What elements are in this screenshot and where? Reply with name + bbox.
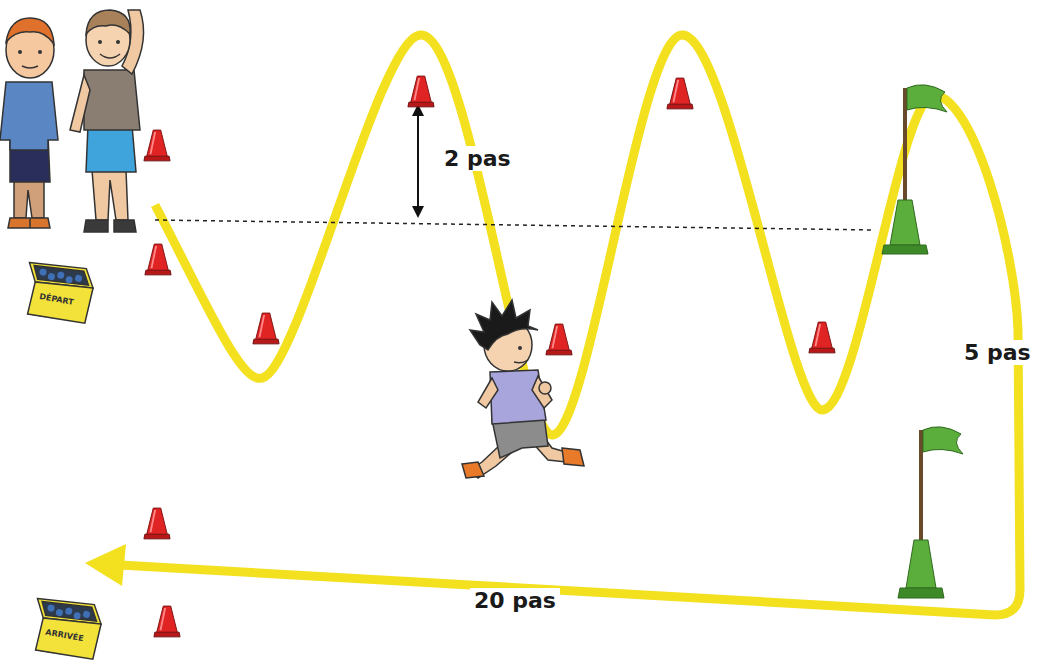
dimension-label: 20 pas bbox=[470, 588, 560, 613]
dimension-label: 5 pas bbox=[960, 340, 1035, 365]
path-arrowhead bbox=[85, 544, 126, 586]
ball-box: ARRIVÉE bbox=[26, 592, 107, 662]
running-child bbox=[462, 300, 584, 478]
dimension-label-box: 5 pas bbox=[960, 340, 1035, 365]
flag bbox=[882, 85, 947, 254]
center-line bbox=[155, 220, 875, 230]
ball-box: DÉPART bbox=[18, 256, 99, 326]
box-label: ARRIVÉE bbox=[42, 628, 84, 659]
box-shape bbox=[26, 592, 107, 662]
dimension-label-box: 2 pas bbox=[440, 146, 515, 171]
dimension-arrow bbox=[412, 104, 424, 218]
children-waiting bbox=[0, 10, 144, 232]
box-label: DÉPART bbox=[36, 292, 75, 323]
flag bbox=[898, 427, 963, 598]
running-path bbox=[120, 35, 1020, 615]
cones bbox=[144, 76, 835, 637]
dimension-label-box: 20 pas bbox=[470, 588, 560, 613]
box-shape bbox=[18, 256, 99, 326]
dimension-label: 2 pas bbox=[440, 146, 515, 171]
